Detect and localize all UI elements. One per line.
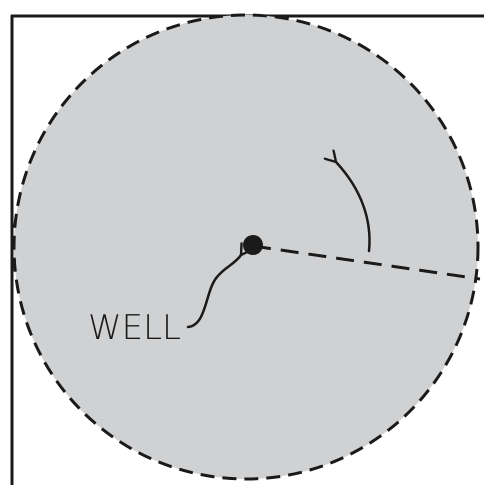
well-point-icon	[243, 235, 263, 255]
well-leader-arrow-icon	[186, 255, 241, 329]
rotation-arrow-icon	[336, 162, 371, 253]
well-label: WELL	[88, 308, 181, 348]
radius-line	[252, 244, 481, 281]
